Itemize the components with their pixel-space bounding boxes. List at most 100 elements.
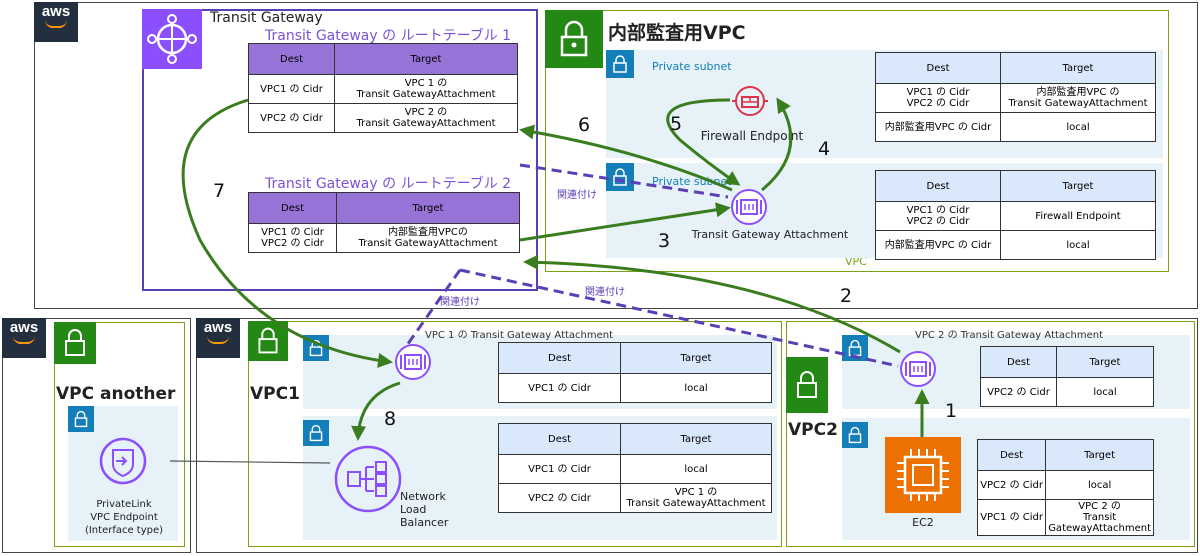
privatelink-endpoint-label: PrivateLink VPC Endpoint (Interface type… xyxy=(84,499,164,536)
firewall-endpoint-icon xyxy=(730,84,770,118)
ec2-label: EC2 xyxy=(912,516,934,529)
column-header-target: Target xyxy=(336,192,520,224)
network-load-balancer-icon xyxy=(332,443,404,515)
cell-target: VPC 1 の Transit GatewayAttachment xyxy=(620,483,772,513)
audit-subnet1-label: Private subnet xyxy=(652,60,732,73)
column-header-target: Target xyxy=(620,342,772,374)
step-label-8: 8 xyxy=(384,408,397,430)
vpc1-tgw-attachment-icon xyxy=(393,342,433,382)
vpc1-subnet1-lock-icon xyxy=(303,335,329,361)
step-label-6: 6 xyxy=(578,114,591,136)
vpc2-lock-icon xyxy=(786,357,828,413)
audit-subnet2-lock-icon xyxy=(606,163,634,191)
cell-dest: VPC1 の Cidr xyxy=(498,454,621,484)
cell-target: 内部監査用VPC の Transit GatewayAttachment xyxy=(1000,83,1156,113)
column-header-target: Target xyxy=(1000,170,1156,202)
cell-target: local xyxy=(620,373,772,403)
vpc-another-subnet-lock-icon xyxy=(68,406,94,432)
transit-gateway-title: Transit Gateway xyxy=(210,10,323,26)
association-label-vpc1: 関連付け xyxy=(440,297,480,308)
association-label-audit: 関連付け xyxy=(557,190,597,201)
step-label-5: 5 xyxy=(670,113,683,135)
vpc1-subnet2-lock-icon xyxy=(303,420,329,446)
cell-dest: VPC2 の Cidr xyxy=(980,377,1057,407)
cell-target: local xyxy=(1045,470,1154,500)
cell-target: local xyxy=(1000,230,1156,260)
audit-tgw-attachment-icon xyxy=(729,187,769,227)
nlb-label: Network Load Balancer xyxy=(400,490,449,529)
audit-vpc-title: 内部監査用VPC xyxy=(608,22,746,44)
cell-target: Firewall Endpoint xyxy=(1000,201,1156,231)
another-account-box xyxy=(2,318,191,553)
column-header-dest: Dest xyxy=(980,346,1057,378)
ec2-icon xyxy=(885,437,961,513)
column-header-dest: Dest xyxy=(976,439,1047,471)
audit-subnet1-lock-icon xyxy=(606,50,634,78)
cell-target: local xyxy=(1056,377,1154,407)
cell-dest: VPC2 の Cidr xyxy=(976,470,1047,500)
column-header-target: Target xyxy=(1056,346,1154,378)
cell-dest: 内部監査用VPC の Cidr xyxy=(875,230,1001,260)
vpc2-subnet-title: VPC 2 の Transit Gateway Attachment xyxy=(915,330,1104,341)
column-header-target: Target xyxy=(334,43,518,75)
column-header-target: Target xyxy=(1000,52,1156,84)
audit-vpc-lock-icon xyxy=(545,10,603,68)
cell-target: local xyxy=(1000,112,1156,142)
step-label-2: 2 xyxy=(840,285,853,307)
tgw-rt1-title: Transit Gateway の ルートテーブル 1 xyxy=(265,28,512,44)
column-header-dest: Dest xyxy=(875,170,1001,202)
column-header-dest: Dest xyxy=(498,342,621,374)
column-header-dest: Dest xyxy=(248,192,337,224)
association-label-vpc2: 関連付け xyxy=(585,287,625,298)
cell-dest: VPC1 の Cidr xyxy=(498,373,621,403)
step-label-3: 3 xyxy=(658,230,671,252)
transit-gateway-icon xyxy=(142,9,202,69)
vpc1-lock-icon xyxy=(248,321,288,361)
vpc-another-lock-icon xyxy=(54,322,96,364)
column-header-target: Target xyxy=(620,423,772,455)
column-header-dest: Dest xyxy=(248,43,335,75)
aws-logo-vpc: aws xyxy=(196,318,240,358)
aws-logo-another: aws xyxy=(2,318,46,358)
step-label-7: 7 xyxy=(213,180,226,202)
cell-dest: VPC1 の Cidr VPC2 の Cidr xyxy=(875,83,1001,113)
column-header-target: Target xyxy=(1045,439,1154,471)
column-header-dest: Dest xyxy=(875,52,1001,84)
vpc2-box xyxy=(786,321,1195,547)
aws-logo-main: aws xyxy=(34,2,78,42)
cell-dest: 内部監査用VPC の Cidr xyxy=(875,112,1001,142)
cell-dest: VPC1 の Cidr VPC2 の Cidr xyxy=(248,223,337,253)
vpc2-subnet2-lock-icon xyxy=(842,422,868,448)
cell-target: VPC 1 の Transit GatewayAttachment xyxy=(334,74,518,104)
vpc1-title: VPC1 xyxy=(250,384,300,404)
cell-target: local xyxy=(620,454,772,484)
privatelink-endpoint-icon xyxy=(98,436,148,486)
tgw-rt2-title: Transit Gateway の ルートテーブル 2 xyxy=(265,176,512,192)
step-label-4: 4 xyxy=(818,138,831,160)
firewall-endpoint-label: Firewall Endpoint xyxy=(700,129,804,143)
cell-dest: VPC1 の Cidr xyxy=(248,74,335,104)
cell-dest: VPC1 の Cidr xyxy=(976,499,1047,536)
vpc-another-title: VPC another xyxy=(56,384,176,404)
audit-tgw-attachment-label: Transit Gateway Attachment xyxy=(691,228,849,241)
